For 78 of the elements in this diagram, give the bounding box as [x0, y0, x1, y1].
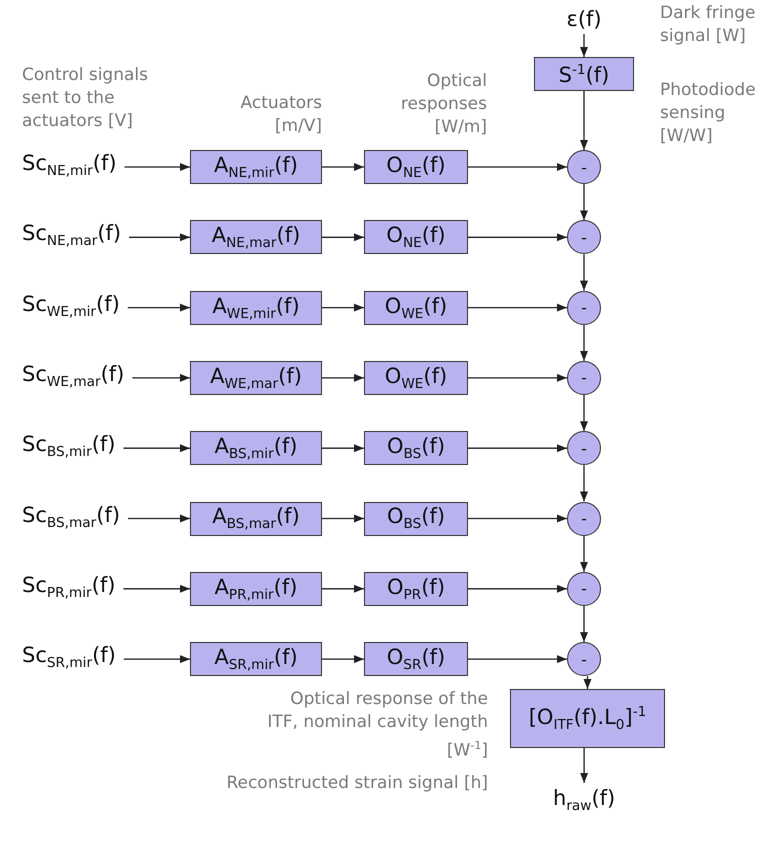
annotation-text: Optical response of the ITF, nominal cavity length [W$^{-1}$]: [266, 688, 488, 763]
summing-junction: -: [567, 220, 601, 254]
signal-label: Sc$_{SR,mir}$(f): [22, 642, 116, 676]
transfer-function-block: S$^{-1}$(f): [534, 57, 634, 91]
arrow: [580, 394, 588, 432]
summing-junction: -: [567, 150, 601, 184]
arrow: [580, 34, 588, 57]
arrow: [580, 254, 588, 291]
transfer-function-block: O$_{NE}$(f): [364, 150, 468, 184]
summing-junction: -: [567, 431, 601, 466]
transfer-function-block: O$_{WE}$(f): [364, 360, 468, 395]
arrow: [580, 748, 588, 783]
signal-label: Sc$_{WE,mar}$(f): [22, 360, 124, 396]
arrow: [580, 536, 588, 572]
arrow: [123, 584, 190, 593]
transfer-function-block: A$_{NE,mir}$(f): [190, 150, 322, 184]
transfer-function-block: O$_{BS}$(f): [364, 431, 468, 466]
transfer-function-block: O$_{WE}$(f): [364, 290, 468, 325]
signal-label: Sc$_{PR,mir}$(f): [22, 572, 116, 606]
transfer-function-block: A$_{BS,mir}$(f): [190, 431, 322, 466]
column-heading: Dark fringe signal [W]: [660, 2, 756, 48]
arrow: [322, 233, 364, 242]
transfer-function-block: O$_{BS}$(f): [364, 502, 468, 536]
transfer-function-block: A$_{WE,mir}$(f): [190, 290, 322, 325]
arrow: [124, 163, 190, 171]
arrow: [468, 655, 567, 664]
arrow: [468, 304, 567, 312]
transfer-function-block: A$_{WE,mar}$(f): [190, 360, 322, 395]
arrow: [129, 233, 190, 242]
transfer-function-block: A$_{PR,mir}$(f): [190, 572, 322, 606]
transfer-function-block: A$_{SR,mir}$(f): [190, 642, 322, 676]
transfer-function-block: O$_{PR}$(f): [364, 572, 468, 606]
arrow: [468, 514, 567, 522]
transfer-function-block: O$_{SR}$(f): [364, 642, 468, 676]
transfer-function-block: A$_{BS,mar}$(f): [190, 502, 322, 536]
annotation-text: Photodiode sensing [W/W]: [660, 79, 757, 148]
column-heading: Optical responses [W/m]: [400, 70, 487, 139]
arrow: [132, 374, 190, 382]
transfer-function-block: A$_{NE,mar}$(f): [190, 220, 322, 254]
arrow: [322, 514, 364, 522]
signal-label: Sc$_{BS,mir}$(f): [22, 431, 116, 466]
arrow: [580, 184, 588, 220]
signal-label: h$_{raw}$(f): [553, 785, 616, 820]
arrow: [322, 163, 364, 171]
column-heading: Reconstructed strain signal [h]: [225, 772, 488, 795]
arrow: [468, 374, 567, 382]
signal-label: Sc$_{NE,mir}$(f): [22, 150, 117, 184]
arrow: [322, 584, 364, 593]
summing-junction: -: [567, 642, 601, 676]
arrow: [468, 233, 567, 242]
arrow: [128, 514, 190, 522]
arrow: [468, 584, 567, 593]
arrow: [322, 444, 364, 452]
arrow: [322, 304, 364, 312]
arrow: [322, 374, 364, 382]
summing-junction: -: [567, 572, 601, 606]
arrow: [124, 655, 190, 664]
arrow: [322, 655, 364, 664]
arrow: [468, 444, 567, 452]
arrow: [468, 163, 567, 171]
summing-junction: -: [567, 502, 601, 536]
signal-label: Sc$_{BS,mar}$(f): [22, 502, 120, 536]
signal-label: ε(f): [566, 6, 602, 32]
summing-junction: -: [567, 290, 601, 325]
arrow: [584, 676, 592, 689]
column-heading: Actuators [m/V]: [240, 92, 322, 138]
transfer-function-block: O$_{NE}$(f): [364, 220, 468, 254]
arrow: [580, 606, 588, 642]
column-heading: Control signals sent to the actuators [V]: [22, 64, 149, 133]
summing-junction: -: [567, 360, 601, 395]
arrow: [580, 91, 588, 150]
arrow: [580, 324, 588, 361]
signal-label: Sc$_{NE,mar}$(f): [22, 220, 122, 254]
arrow: [123, 444, 190, 452]
arrow: [128, 304, 190, 312]
arrow: [580, 465, 588, 502]
signal-label: Sc$_{WE,mir}$(f): [22, 290, 120, 325]
transfer-function-block: [O$_{ITF}$(f).L$_{0}$]$^{-1}$: [510, 689, 665, 748]
